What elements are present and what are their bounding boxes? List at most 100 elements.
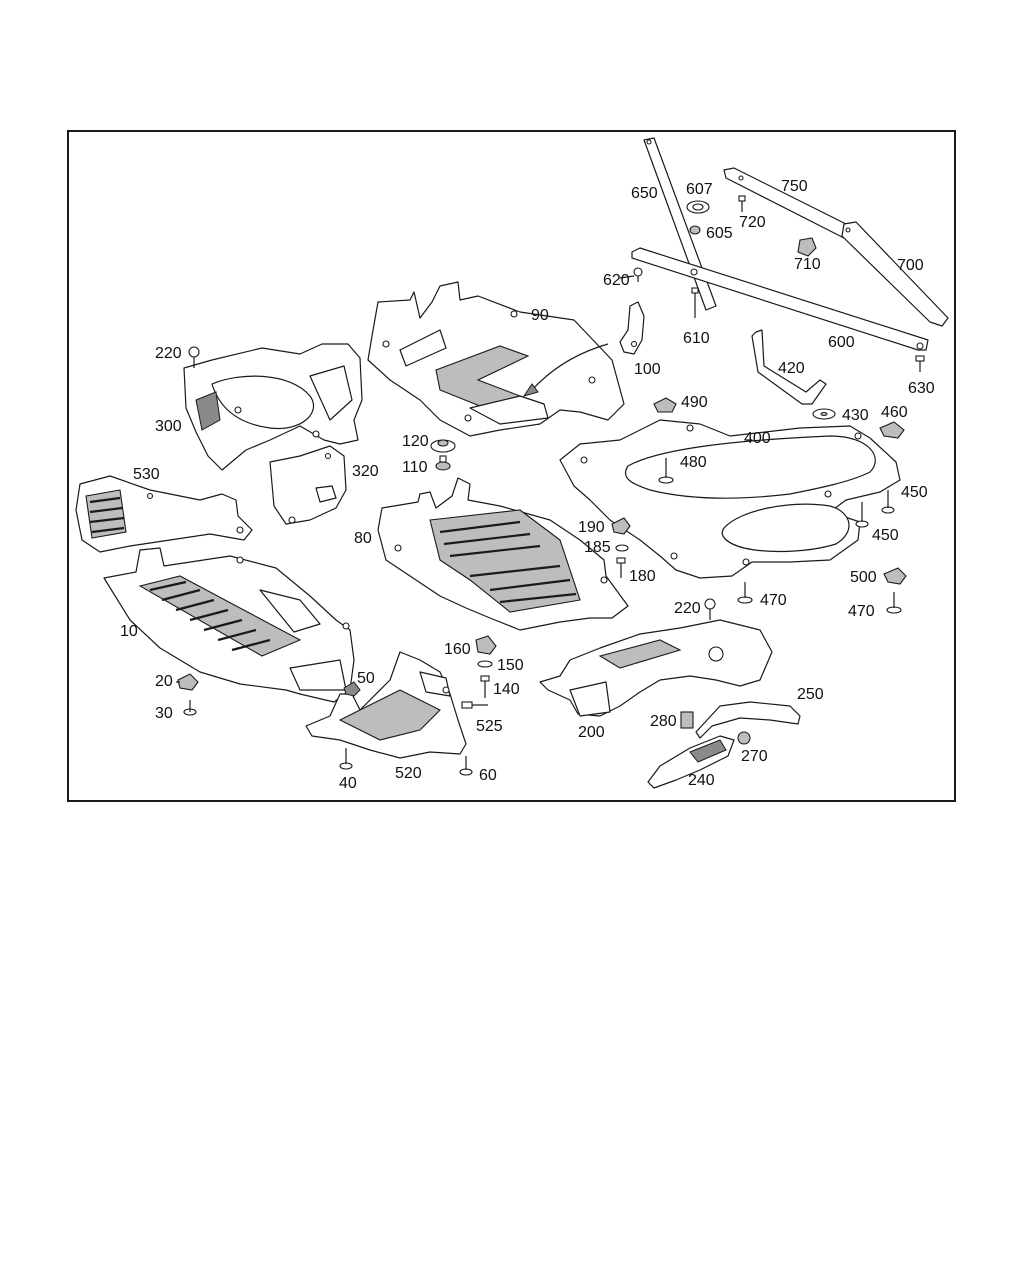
- callout-320: 320: [352, 463, 379, 480]
- callout-630: 630: [908, 380, 935, 397]
- callout-450-upper: 450: [901, 484, 928, 501]
- fastener-120: [430, 439, 456, 453]
- callout-605: 605: [706, 225, 733, 242]
- part-420-bracket: [751, 329, 827, 405]
- callout-620: 620: [603, 272, 630, 289]
- callout-710: 710: [794, 256, 821, 273]
- callout-420: 420: [778, 360, 805, 377]
- fastener-607: [686, 200, 710, 214]
- part-650-strut: [643, 137, 717, 311]
- callout-110: 110: [402, 459, 428, 476]
- clip-490: [653, 397, 677, 413]
- fastener-720: [738, 195, 746, 212]
- callout-100: 100: [634, 361, 661, 378]
- callout-270: 270: [741, 748, 768, 765]
- fastener-40: [339, 748, 353, 770]
- part-10-underbody-shield: [103, 547, 355, 703]
- callout-490: 490: [681, 394, 708, 411]
- part-320-panel: [269, 445, 347, 525]
- fastener-185: [615, 544, 629, 552]
- callout-720: 720: [739, 214, 766, 231]
- callout-90: 90: [531, 307, 549, 324]
- fastener-270: [737, 731, 751, 745]
- callout-450-lower: 450: [872, 527, 899, 544]
- callout-530: 530: [133, 466, 160, 483]
- callout-430: 430: [842, 407, 869, 424]
- callout-607: 607: [686, 181, 713, 198]
- part-200-liner: [539, 619, 773, 717]
- callout-400: 400: [744, 430, 771, 447]
- callout-700: 700: [897, 257, 924, 274]
- callout-60: 60: [479, 767, 497, 784]
- callout-20: 20: [155, 673, 173, 690]
- diagram-frame: [67, 130, 956, 802]
- callout-120: 120: [402, 433, 429, 450]
- fastener-30: [183, 700, 197, 716]
- clip-460: [879, 421, 905, 439]
- fastener-450b: [855, 502, 869, 528]
- clip-500: [883, 567, 907, 585]
- fastener-150: [477, 660, 493, 668]
- callout-150: 150: [497, 657, 524, 674]
- fastener-610: [691, 287, 699, 318]
- part-530-side-panel: [75, 475, 253, 553]
- callout-180: 180: [629, 568, 656, 585]
- fastener-60: [459, 756, 473, 776]
- callout-200: 200: [578, 724, 605, 741]
- clip-20: [177, 673, 199, 691]
- fastener-180: [616, 557, 626, 578]
- callout-80: 80: [354, 530, 372, 547]
- callout-185: 185: [584, 539, 611, 556]
- fastener-710: [797, 237, 817, 257]
- part-250-bracket: [695, 701, 801, 739]
- part-600-crossbar: [631, 247, 929, 351]
- callout-600: 600: [828, 334, 855, 351]
- callout-520: 520: [395, 765, 422, 782]
- part-80-center-shield: [377, 477, 629, 631]
- callout-470-center: 470: [760, 592, 787, 609]
- fastener-110: [435, 455, 451, 471]
- callout-labels: 10 20 30 40 50 60 80 90 100 110 120 140 …: [120, 178, 935, 792]
- fastener-480: [658, 458, 674, 484]
- callout-525: 525: [476, 718, 503, 735]
- fastener-140: [480, 675, 490, 698]
- callout-750: 750: [781, 178, 808, 195]
- part-240-bracket: [647, 735, 735, 789]
- callout-500: 500: [850, 569, 877, 586]
- part-90-upper-shield: [367, 281, 625, 437]
- callout-480: 480: [680, 454, 707, 471]
- fastener-470a: [737, 582, 753, 604]
- part-400-frame: [559, 419, 901, 579]
- fastener-470b: [886, 592, 902, 614]
- part-300-wheel-liner: [183, 343, 363, 471]
- fastener-525: [461, 701, 488, 709]
- fastener-605: [689, 225, 701, 235]
- part-520-lower-shield: [305, 651, 467, 759]
- fastener-630: [915, 355, 925, 372]
- callout-50: 50: [357, 670, 375, 687]
- callout-250: 250: [797, 686, 824, 703]
- callout-30: 30: [155, 705, 173, 722]
- callout-300: 300: [155, 418, 182, 435]
- part-700-strut: [841, 221, 949, 327]
- callout-460: 460: [881, 404, 908, 421]
- callout-220-left: 220: [155, 345, 182, 362]
- callout-470-right: 470: [848, 603, 875, 620]
- fastener-450a: [881, 490, 895, 514]
- callout-140: 140: [493, 681, 520, 698]
- callout-40: 40: [339, 775, 357, 792]
- clip-50: [343, 681, 361, 697]
- callout-650: 650: [631, 185, 658, 202]
- callout-240: 240: [688, 772, 715, 789]
- callout-160: 160: [444, 641, 471, 658]
- part-100-bracket: [619, 301, 645, 355]
- clip-190: [611, 517, 631, 535]
- callout-10: 10: [120, 623, 138, 640]
- callout-280: 280: [650, 713, 677, 730]
- fastener-430: [812, 408, 836, 420]
- leader-lines: [176, 275, 635, 683]
- fastener-220a: [188, 346, 200, 368]
- clip-160: [475, 635, 497, 655]
- fastener-620: [633, 267, 643, 282]
